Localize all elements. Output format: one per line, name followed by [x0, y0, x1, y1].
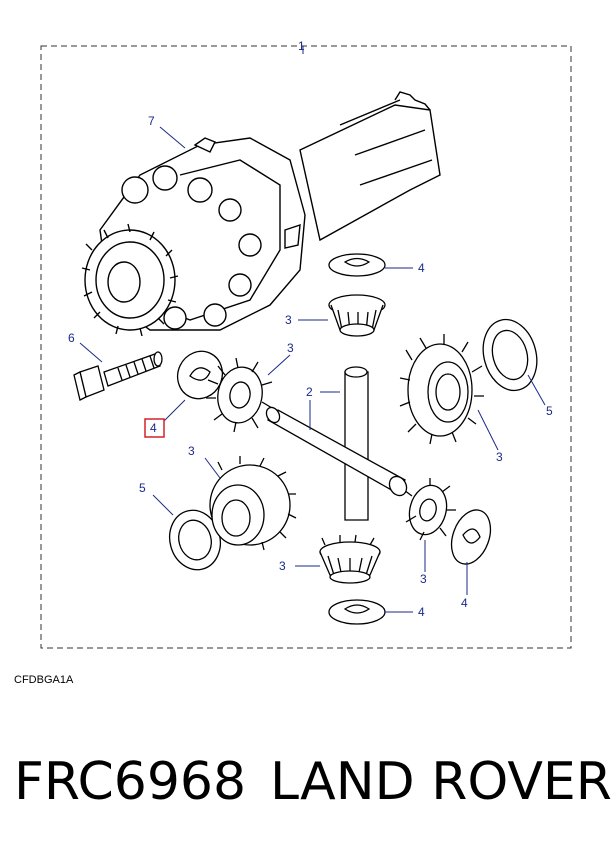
- part-caption: FRC6968 LAND ROVER: [0, 752, 611, 832]
- callout-case: 7: [148, 114, 155, 128]
- side-washer-right: [482, 318, 538, 392]
- callout-side-washer-right: 5: [546, 404, 553, 418]
- callout-gear-right-large: 3: [496, 450, 503, 464]
- leader-lines: [79, 46, 546, 613]
- callout-bolt: 6: [68, 331, 75, 345]
- assembly-boundary: [40, 45, 572, 649]
- callout-thrust-washer-right: 4: [461, 596, 468, 610]
- thrust-washer-top: [328, 253, 386, 277]
- thrust-washer-bottom: [328, 599, 386, 625]
- callout-thrust-washer-top: 4: [418, 261, 425, 275]
- brand-name: LAND ROVER: [270, 752, 611, 812]
- exploded-diagram: 1 7 4 3 6 3 2 5 3 3 5 3 3 4 4 4: [40, 39, 572, 649]
- side-washer-left: [168, 509, 222, 571]
- callout-side-washer-left: 5: [139, 481, 146, 495]
- part-number: FRC6968: [14, 752, 247, 812]
- gear-left: [206, 357, 273, 433]
- callout-thrust-washer-highlighted: 4: [150, 421, 157, 435]
- callout-gear-top: 3: [285, 313, 292, 327]
- callout-gear-right-small: 3: [420, 572, 427, 586]
- gear-bottom: [319, 534, 381, 584]
- gear-right-small: [403, 478, 456, 541]
- gear-top: [328, 294, 386, 337]
- gear-right-large: [399, 334, 484, 445]
- bolt: [73, 351, 163, 401]
- callouts: 1 7 4 3 6 3 2 5 3 3 5 3 3 4 4 4: [68, 39, 553, 619]
- drawing-code: CFDBGA1A: [14, 674, 74, 686]
- callout-assembly: 1: [298, 39, 305, 53]
- differential-case: [81, 91, 441, 337]
- thrust-washer-left: [176, 350, 224, 400]
- thrust-washer-right: [450, 509, 492, 565]
- callout-gear-left: 3: [287, 341, 294, 355]
- gear-left-large: [209, 456, 297, 551]
- callout-gear-left-large: 3: [188, 444, 195, 458]
- callout-gear-bottom: 3: [279, 559, 286, 573]
- callout-cross-shaft: 2: [306, 385, 313, 399]
- cross-shaft: [265, 366, 408, 521]
- highlight-box: [144, 418, 165, 438]
- callout-thrust-washer-bottom: 4: [418, 605, 425, 619]
